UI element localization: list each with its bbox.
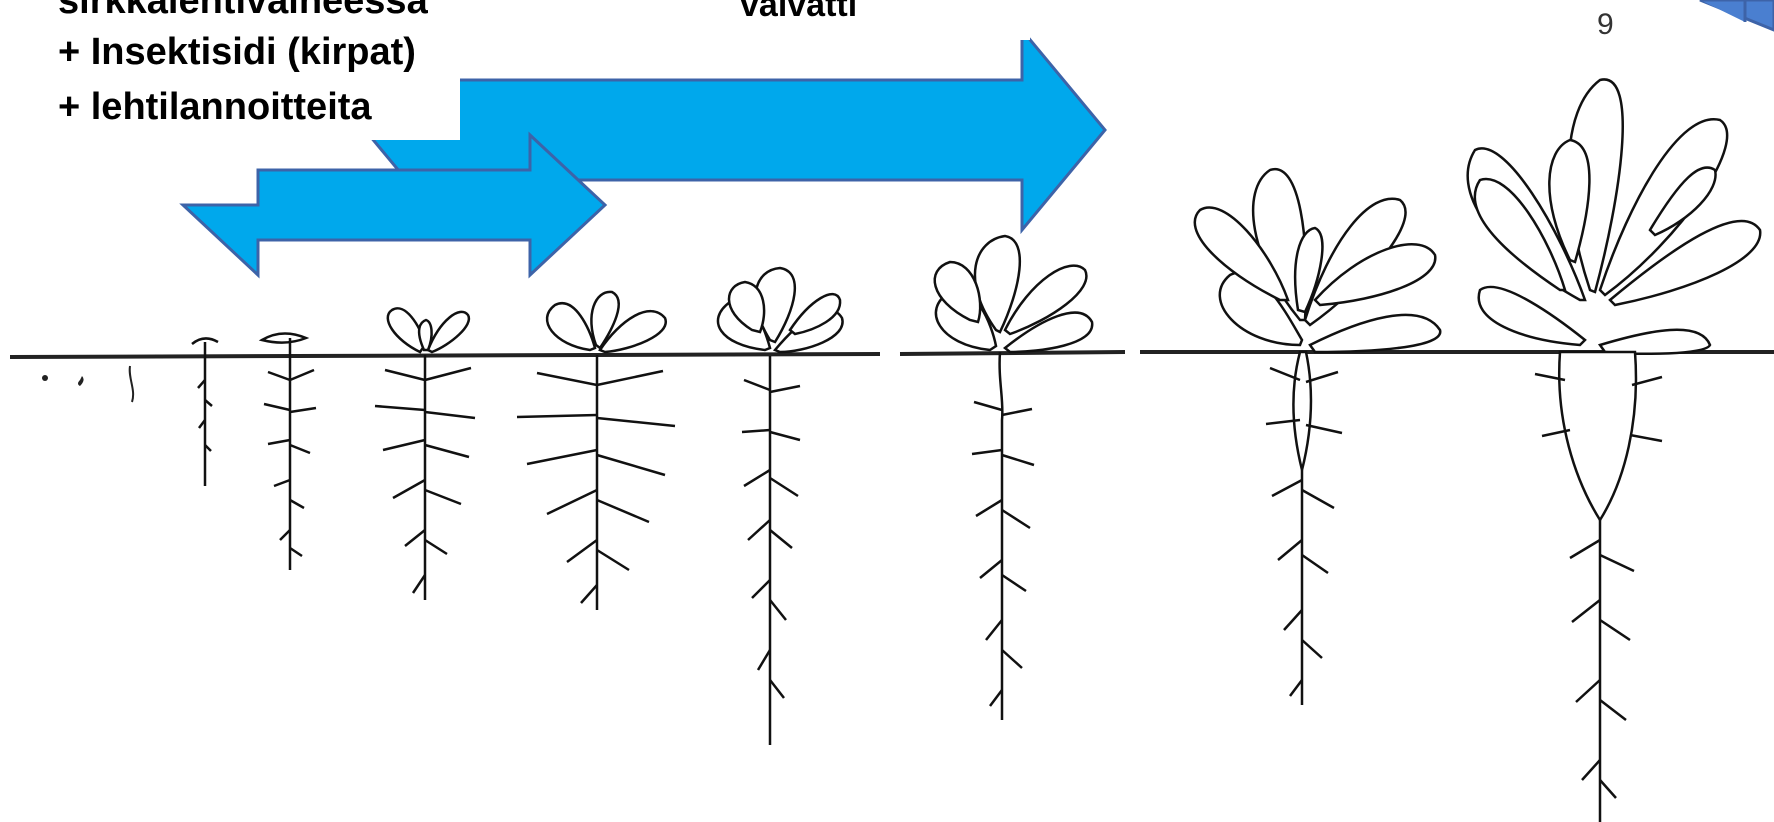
plant-stage-5	[718, 268, 843, 745]
stage-number-label: 9	[1597, 10, 1614, 40]
center-text-panel: valvatti	[700, 0, 1030, 40]
plant-stage-6	[935, 236, 1092, 720]
left-text-panel: sirkkalehtivaiheessa + Insektisidi (kirp…	[40, 0, 460, 140]
plant-stage-3	[375, 308, 475, 600]
plant-stage-8	[1468, 79, 1761, 822]
plant-stage-2	[262, 333, 316, 570]
plant-stage-7	[1195, 169, 1440, 705]
left-text-line-1: sirkkalehtivaiheessa	[58, 0, 428, 20]
center-label: valvatti	[740, 0, 857, 22]
left-text-line-2: + Insektisidi (kirpat)	[58, 33, 416, 71]
plant-stage-4	[517, 292, 675, 610]
left-text-line-3: + lehtilannoitteita	[58, 88, 372, 126]
seeds	[42, 366, 133, 402]
arrow-corner-fragment	[1700, 0, 1774, 30]
soil-line	[10, 351, 1774, 357]
plant-stage-1	[192, 338, 218, 486]
